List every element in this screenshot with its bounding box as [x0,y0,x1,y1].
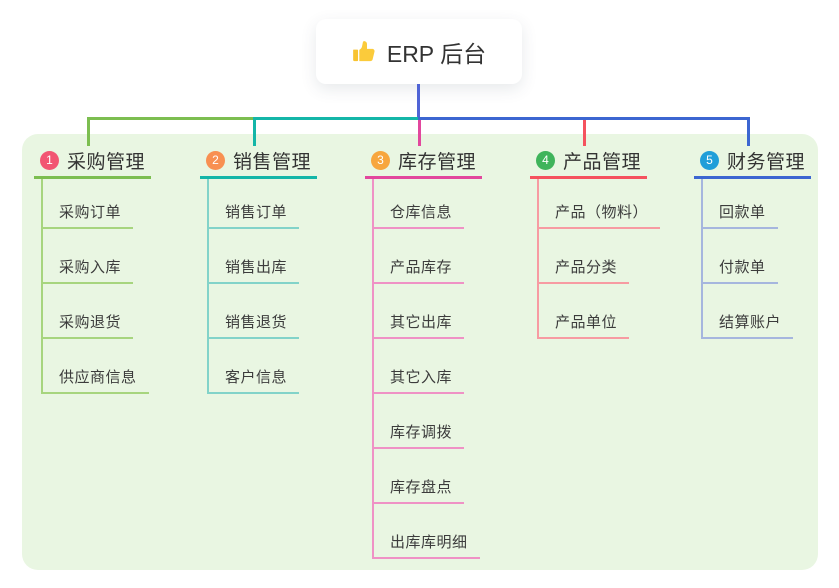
branch-children: 回款单付款单结算账户 [701,179,839,339]
root-trunk-line [417,84,420,118]
child-label: 产品分类 [539,256,630,284]
branch-number-badge: 4 [536,150,555,170]
branch-header-4[interactable]: 4 产品管理 [530,146,647,179]
child-node[interactable]: 回款单 [703,179,839,229]
child-label: 其它入库 [374,366,465,394]
branch-number-badge: 5 [700,150,719,170]
branch-header-3[interactable]: 3 库存管理 [365,146,482,179]
child-node[interactable]: 销售订单 [209,179,360,229]
drop-line-3 [418,117,421,146]
child-label: 仓库信息 [374,201,465,229]
child-node[interactable]: 付款单 [703,229,839,284]
drop-line-2 [253,117,256,146]
branch-4: 4 产品管理产品（物料） 产品分类产品单位 [530,146,690,339]
branch-children: 采购订单采购入库采购退货供应商信息 [41,179,194,394]
child-node[interactable]: 库存调拨 [374,394,525,449]
branch-number-badge: 2 [206,150,225,170]
child-node[interactable]: 库存盘点 [374,449,525,504]
branch-children: 产品（物料） 产品分类产品单位 [537,179,690,339]
branch-5: 5 财务管理回款单付款单结算账户 [694,146,839,339]
child-node[interactable]: 供应商信息 [43,339,194,394]
drop-line-1 [87,117,90,146]
branch-2: 2 销售管理销售订单销售出库销售退货客户信息 [200,146,360,394]
branch-header-2[interactable]: 2 销售管理 [200,146,317,179]
branch-3: 3 库存管理仓库信息产品库存其它出库其它入库库存调拨库存盘点出库库明细 [365,146,525,559]
spine-segment-5 [418,117,750,120]
child-node[interactable]: 采购订单 [43,179,194,229]
child-node[interactable]: 采购退货 [43,284,194,339]
child-label: 出库库明细 [374,531,480,559]
child-label: 库存调拨 [374,421,465,449]
branch-label: 库存管理 [398,151,477,173]
drop-line-4 [583,117,586,146]
child-label: 产品（物料） [539,201,661,229]
branch-label: 产品管理 [563,151,642,173]
child-node[interactable]: 其它入库 [374,339,525,394]
branch-header-5[interactable]: 5 财务管理 [694,146,811,179]
branch-children: 仓库信息产品库存其它出库其它入库库存调拨库存盘点出库库明细 [372,179,525,559]
child-node[interactable]: 销售退货 [209,284,360,339]
branch-header-1[interactable]: 1 采购管理 [34,146,151,179]
child-label: 产品库存 [374,256,465,284]
child-label: 回款单 [703,201,778,229]
child-label: 库存盘点 [374,476,465,504]
child-label: 客户信息 [209,366,300,394]
child-node[interactable]: 出库库明细 [374,504,525,559]
child-label: 销售出库 [209,256,300,284]
child-label: 产品单位 [539,311,630,339]
child-label: 付款单 [703,256,778,284]
branch-label: 财务管理 [727,151,806,173]
branch-label: 采购管理 [67,151,146,173]
branch-number-badge: 3 [371,150,390,170]
mindmap-canvas [22,134,818,570]
child-label: 采购订单 [43,201,134,229]
child-node[interactable]: 其它出库 [374,284,525,339]
child-label: 采购退货 [43,311,134,339]
thumbs-up-icon [352,39,377,64]
drop-line-5 [747,117,750,146]
child-node[interactable]: 产品单位 [539,284,690,339]
child-node[interactable]: 客户信息 [209,339,360,394]
branch-label: 销售管理 [233,151,312,173]
child-label: 供应商信息 [43,366,149,394]
branch-children: 销售订单销售出库销售退货客户信息 [207,179,360,394]
child-label: 采购入库 [43,256,134,284]
root-node-erp[interactable]: ERP 后台 [316,19,522,84]
branch-number-badge: 1 [40,150,59,170]
child-node[interactable]: 采购入库 [43,229,194,284]
spine-segment-2 [253,117,421,120]
root-label: ERP 后台 [386,40,487,67]
child-node[interactable]: 产品（物料） [539,179,690,229]
child-label: 销售退货 [209,311,300,339]
child-node[interactable]: 仓库信息 [374,179,525,229]
child-label: 结算账户 [703,311,794,339]
child-label: 销售订单 [209,201,300,229]
child-node[interactable]: 产品分类 [539,229,690,284]
child-node[interactable]: 产品库存 [374,229,525,284]
child-label: 其它出库 [374,311,465,339]
child-node[interactable]: 结算账户 [703,284,839,339]
branch-1: 1 采购管理采购订单采购入库采购退货供应商信息 [34,146,194,394]
child-node[interactable]: 销售出库 [209,229,360,284]
